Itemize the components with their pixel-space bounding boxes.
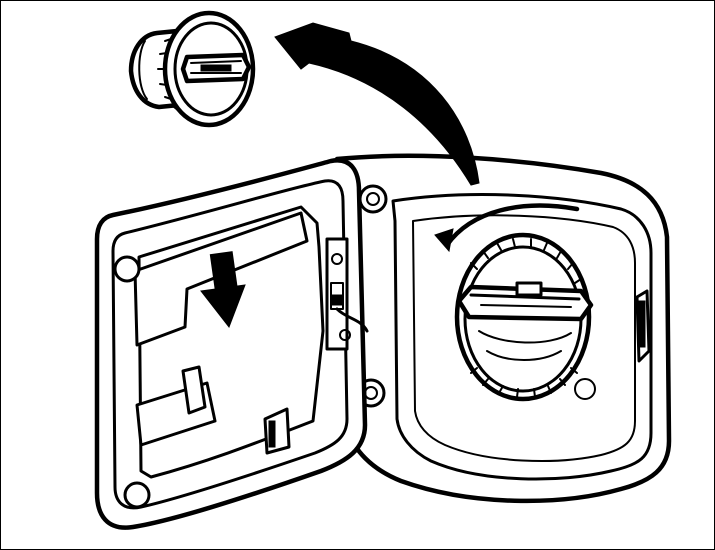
filler-neck xyxy=(454,232,596,402)
fuel-cap-icon xyxy=(128,10,256,128)
latch-slot-icon xyxy=(635,289,651,363)
door-bolt-icon xyxy=(123,481,151,509)
mount-bolt-icon xyxy=(358,184,388,214)
door-bolt-icon xyxy=(113,255,141,283)
rotation-arrow-icon xyxy=(444,203,580,248)
hinge-icon xyxy=(325,237,369,351)
filler-recess xyxy=(334,153,672,504)
down-arrow-icon xyxy=(200,251,246,329)
curved-arrow-icon xyxy=(274,22,480,186)
fuel-door xyxy=(94,158,369,530)
